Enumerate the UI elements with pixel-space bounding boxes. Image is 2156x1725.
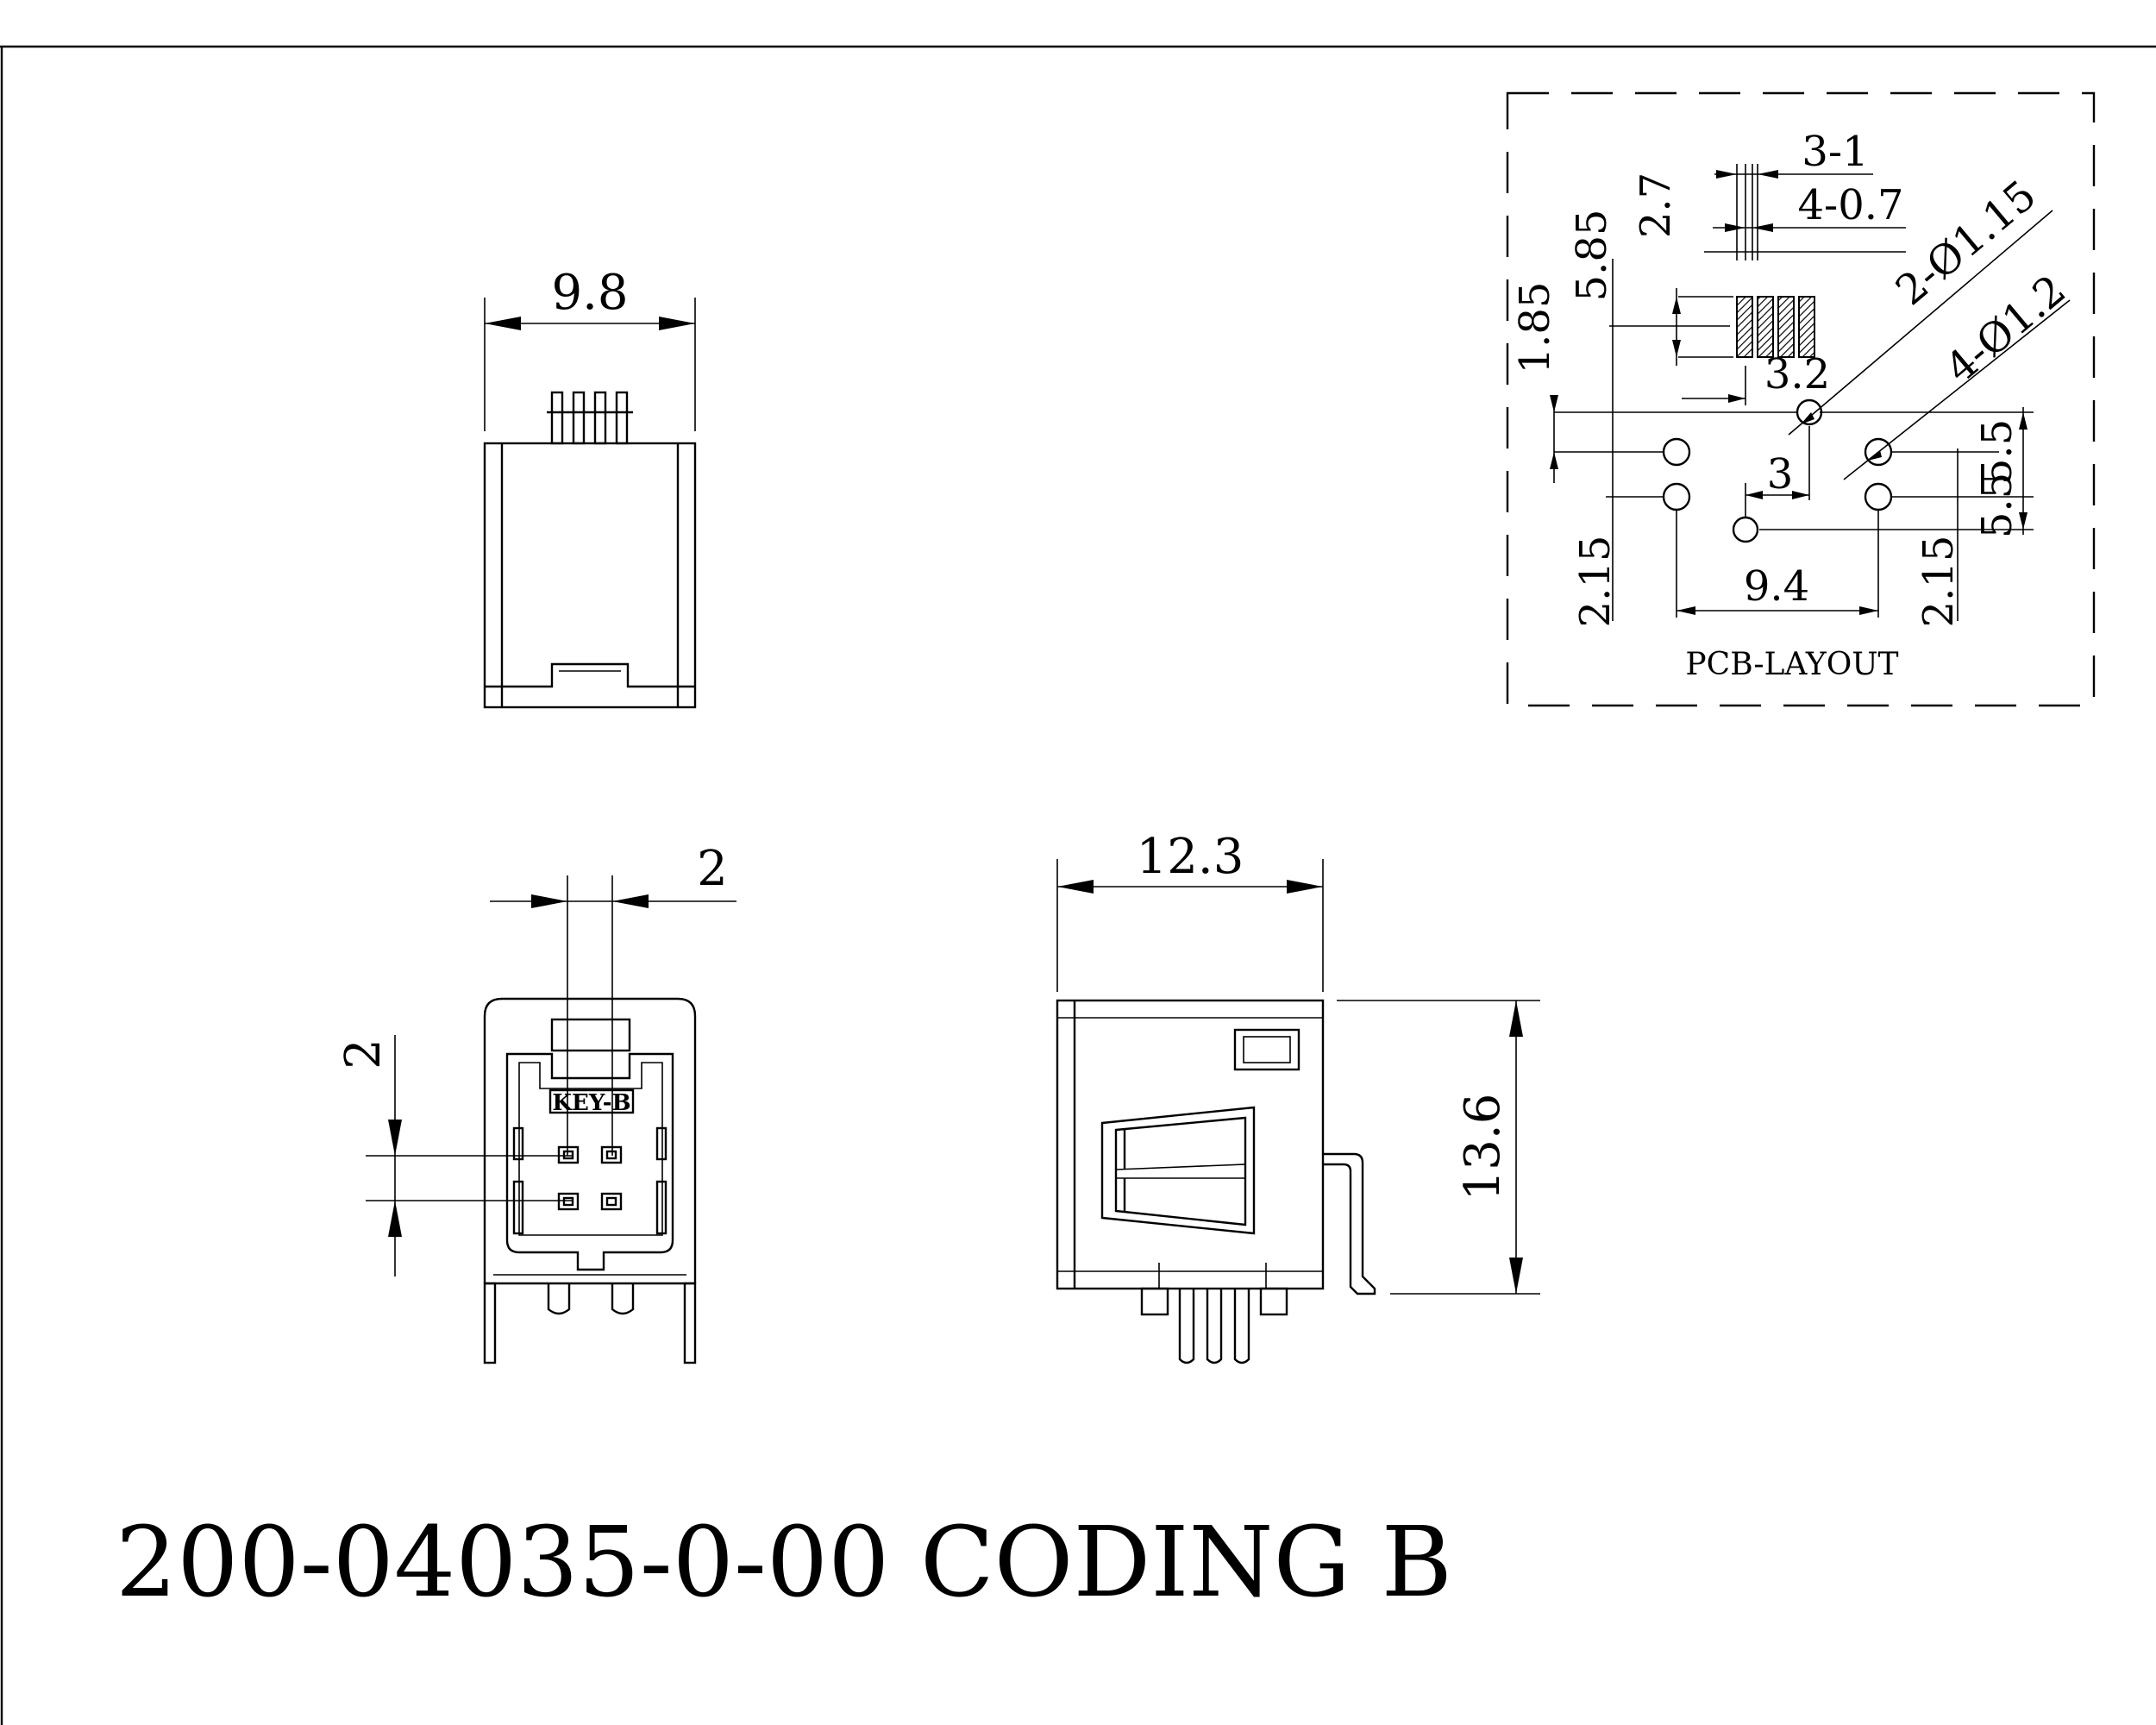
pcb-label-5-5-bottom: 5.5: [1973, 473, 2021, 538]
pcb-hole-2x-leader: [1788, 210, 2053, 436]
pcb-layout: 3-1 4-0.7 2.7 5.85 1.85 2-Ø1.15: [1506, 91, 2096, 707]
pcb-dim-3-2: [1682, 366, 1746, 405]
front-view-pitch-x-label: 2: [697, 841, 728, 897]
pcb-label-4-0-7: 4-0.7: [1797, 181, 1903, 229]
pcb-label-4-hole: 4-Ø1.2: [1936, 266, 2074, 392]
pcb-label-3: 3: [1767, 450, 1794, 499]
pcb-label-2-15-right: 2.15: [1915, 536, 1963, 628]
front-view-pitch-y-label: 2: [335, 1038, 392, 1070]
pcb-label-2-7: 2.7: [1632, 172, 1680, 238]
pcb-label-5-85: 5.85: [1568, 210, 1616, 302]
part-number-title: 200-04035-0-00 CODING B: [116, 1507, 1452, 1619]
pcb-label-1-85: 1.85: [1511, 282, 1559, 374]
pcb-label-3-2: 3.2: [1764, 350, 1830, 398]
front-view: KEY-B 2: [335, 841, 736, 1364]
front-view-contacts: [557, 1145, 623, 1211]
pcb-vertical-dims-left: [1550, 259, 1797, 621]
pcb-pad-slots: [1736, 296, 1815, 358]
front-view-pitch-y-dimension: [366, 1035, 573, 1276]
side-view-depth-label: 12.3: [1137, 829, 1244, 885]
pcb-slot-extension-lines: [1704, 164, 1906, 260]
pcb-label-5-5-top: 5.5: [1973, 419, 2021, 485]
top-view: 9.8: [483, 265, 697, 709]
pcb-label-2-15-left: 2.15: [1571, 536, 1620, 628]
pcb-layout-caption: PCB-LAYOUT: [1685, 647, 1898, 682]
pcb-dim-9-4: [1677, 606, 1878, 615]
pcb-hole-4x-leader: [1843, 299, 2071, 480]
side-view-height-label: 13.6: [1455, 1094, 1511, 1201]
side-view-depth-dimension: [1056, 859, 1324, 992]
top-view-width-label: 9.8: [551, 265, 628, 321]
pcb-dim-3: [1745, 426, 1810, 518]
front-view-key-label: KEY-B: [552, 1090, 630, 1116]
top-view-pins: [547, 391, 633, 445]
side-view-height-dimension: [1337, 1000, 1540, 1295]
sheet-frame: [0, 45, 2156, 1725]
front-view-pitch-x-dimension: [490, 875, 736, 1156]
pcb-dims-right: [1759, 407, 2034, 621]
top-view-width-dimension: [484, 298, 696, 431]
pcb-label-3-1: 3-1: [1802, 128, 1868, 176]
pcb-label-9-4: 9.4: [1744, 562, 1809, 611]
side-view: 12.3 13.6: [1056, 829, 1540, 1364]
